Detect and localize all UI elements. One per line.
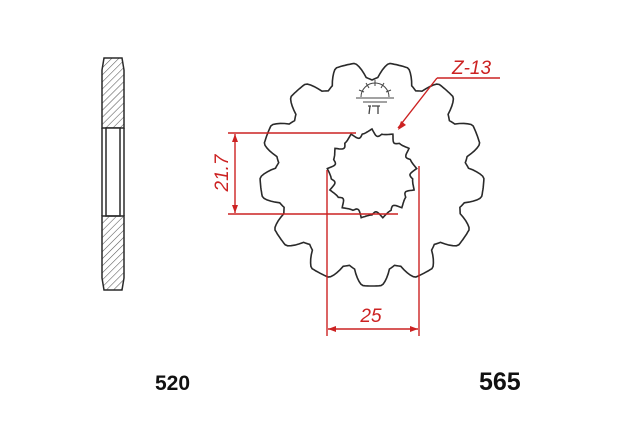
side-profile-upper (101, 57, 125, 129)
sprocket-outline (259, 62, 485, 287)
dimension-width-label: 25 (359, 306, 382, 327)
spline-bore (326, 127, 418, 219)
dimension-height (228, 132, 398, 215)
side-profile (101, 57, 125, 291)
chain-size-label: 520 (155, 372, 191, 395)
part-number-label: 565 (479, 368, 521, 396)
side-profile-hub (105, 127, 121, 217)
side-profile-lower (101, 215, 125, 291)
teeth-count-label: Z-13 (451, 58, 492, 79)
teeth-count-leader (397, 77, 500, 130)
sun-logo-icon (356, 80, 394, 115)
dimension-height-label: 21.7 (212, 153, 233, 192)
dimension-width (326, 166, 420, 336)
